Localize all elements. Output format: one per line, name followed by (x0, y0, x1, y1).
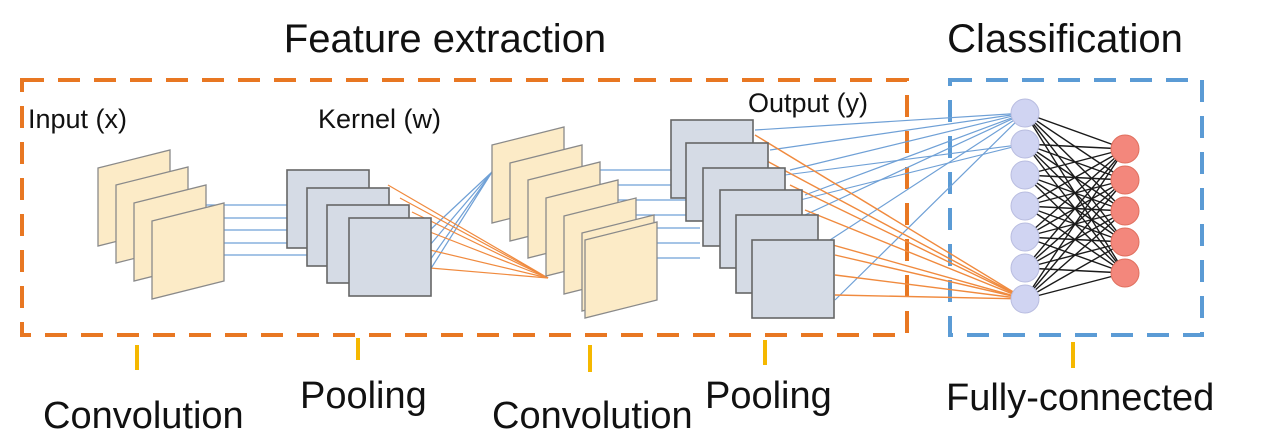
stage-label-fully-connected: Fully-connected (946, 377, 1214, 419)
connection-line (429, 267, 549, 279)
connection-line (769, 112, 1026, 151)
fc-connection (1024, 148, 1126, 269)
classification-title: Classification (947, 17, 1183, 61)
stage-label-convolution-2: Convolution (492, 395, 693, 437)
pooled-feature-map (751, 239, 835, 319)
fc-output-node (1110, 196, 1140, 226)
stage-label-convolution-1: Convolution (43, 395, 244, 437)
connection-line (429, 171, 493, 271)
connection-line (814, 239, 1026, 300)
kernel-label: Kernel (w) (318, 104, 441, 134)
connection-line (429, 171, 493, 246)
feature-extraction-title: Feature extraction (284, 17, 606, 61)
fc-connection (1024, 210, 1126, 300)
connection-line (429, 171, 493, 261)
connection-line (789, 112, 1026, 171)
fc-output-node (1110, 258, 1140, 288)
fc-input-node (1010, 222, 1040, 252)
connection-line (754, 112, 1026, 131)
feature-extraction-box (20, 78, 909, 337)
fc-input-node (1010, 284, 1040, 314)
fc-input-node (1010, 191, 1040, 221)
connection-line (834, 294, 1026, 300)
connection-line (784, 143, 1026, 176)
connection-line (429, 249, 549, 279)
fc-connection (1024, 143, 1126, 150)
fc-input-node (1010, 160, 1040, 190)
connection-line (789, 184, 1026, 300)
fc-connection (1024, 148, 1126, 176)
connection-line (754, 134, 1026, 300)
stage-label-pooling-2: Pooling (705, 375, 832, 417)
fc-input-node (1010, 253, 1040, 283)
input-label: Input (x) (28, 104, 127, 134)
fc-input-node (1010, 98, 1040, 128)
connection-line (387, 184, 549, 279)
fc-output-node (1110, 134, 1140, 164)
fc-connection (1024, 241, 1126, 300)
classification-box (948, 78, 1204, 337)
fc-connection (1024, 148, 1126, 300)
feature-maps (97, 119, 835, 319)
connection-line (411, 211, 549, 279)
fc-connection (1024, 179, 1126, 300)
connection-line (834, 112, 1026, 301)
connection-line (804, 112, 1026, 216)
connection-line (829, 112, 1026, 241)
fc-input-node (1010, 129, 1040, 159)
fc-connection (1024, 272, 1126, 300)
stage-ticks (135, 338, 1075, 372)
connection-line (834, 274, 1026, 300)
output-label: Output (y) (748, 88, 868, 118)
connection-line (429, 231, 549, 279)
connection-line (799, 143, 1026, 201)
connection-line (834, 254, 1026, 300)
fc-connection (1024, 148, 1126, 207)
connection-line (804, 209, 1026, 300)
connection-line (764, 159, 1026, 300)
connection-line (399, 197, 549, 279)
fc-output-node (1110, 165, 1140, 195)
fully-connected-network (1010, 98, 1140, 314)
fc-output-node (1110, 227, 1140, 257)
connection-line (804, 112, 1026, 196)
pooled-feature-map (348, 217, 432, 297)
conv-feature-map (584, 221, 658, 319)
input-feature-map (151, 202, 225, 300)
fc-connection (1024, 112, 1126, 150)
fc-connection (1024, 148, 1126, 238)
stage-label-pooling-1: Pooling (300, 375, 427, 417)
